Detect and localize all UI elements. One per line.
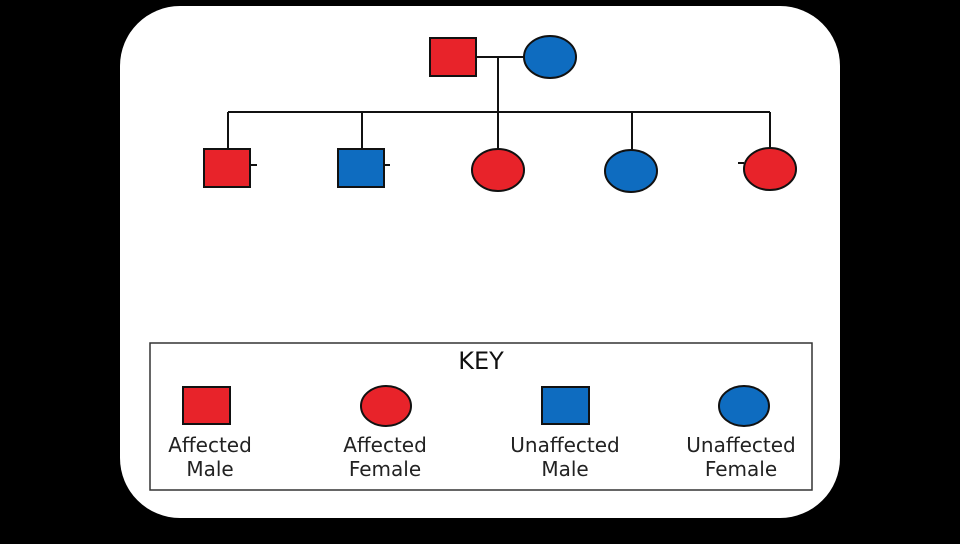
key-affected-female-symbol [360, 385, 412, 427]
key-unaffected-male-symbol [541, 386, 590, 425]
child-4-unaffected-female-symbol [604, 149, 658, 193]
child-5-affected-female-symbol [743, 147, 797, 191]
key-label-unaffected-male: Unaffected Male [510, 433, 620, 481]
key-label-affected-male: Affected Male [168, 433, 252, 481]
child-1-affected-male-symbol [203, 148, 251, 188]
key-box [149, 342, 813, 491]
key-unaffected-female-symbol [718, 385, 770, 427]
child-3-affected-female-symbol [471, 148, 525, 192]
parent-male-symbol [429, 37, 477, 77]
child-2-unaffected-male-symbol [337, 148, 385, 188]
key-title: KEY [458, 347, 504, 375]
key-label-unaffected-female: Unaffected Female [686, 433, 796, 481]
parent-female-symbol [523, 35, 577, 79]
key-label-affected-female: Affected Female [343, 433, 427, 481]
key-affected-male-symbol [182, 386, 231, 425]
